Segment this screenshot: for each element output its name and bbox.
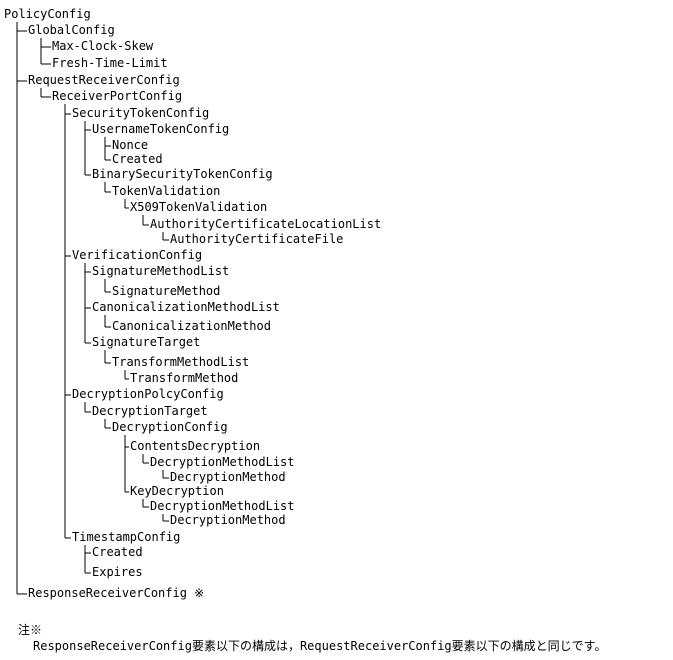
tree-node-responsereceiverconfig: ResponseReceiverConfig ※ [28, 586, 205, 600]
tree-node-contentsdecryption: ContentsDecryption [130, 439, 261, 453]
tree-node-authoritycertificatefile: AuthorityCertificateFile [170, 232, 344, 246]
tree-node-binarysecuritytokenconfig: BinarySecurityTokenConfig [92, 167, 273, 181]
tree-node-transformmethodlist: TransformMethodList [112, 355, 250, 369]
tree-node-decryptionpolcyconfig: DecryptionPolcyConfig [72, 387, 224, 401]
tree-node-max-clock-skew: Max-Clock-Skew [52, 39, 154, 53]
tree-node-tokenvalidation: TokenValidation [112, 184, 221, 198]
tree-node-expires: Expires [92, 565, 143, 579]
tree-node-signaturetarget: SignatureTarget [92, 335, 201, 349]
tree-node-nonce: Nonce [112, 138, 149, 152]
tree-node-usernametokenconfig: UsernameTokenConfig [92, 122, 230, 136]
tree-node-signaturemethodlist: SignatureMethodList [92, 264, 230, 278]
tree-node-canonicalizationmethod: CanonicalizationMethod [112, 319, 271, 333]
tree-node-decryptionmethod: DecryptionMethod [170, 513, 286, 527]
tree-node-decryptiontarget: DecryptionTarget [92, 404, 208, 418]
note-body: ResponseReceiverConfig要素以下の構成は，RequestRe… [33, 639, 607, 653]
tree-node-globalconfig: GlobalConfig [28, 23, 115, 37]
tree-node-fresh-time-limit: Fresh-Time-Limit [52, 56, 168, 70]
tree-node-signaturemethod: SignatureMethod [112, 284, 221, 298]
tree-node-transformmethod: TransformMethod [130, 371, 239, 385]
tree-node-requestreceiverconfig: RequestReceiverConfig [28, 73, 180, 87]
tree-node-verificationconfig: VerificationConfig [72, 248, 203, 262]
tree-node-receiverportconfig: ReceiverPortConfig [52, 89, 183, 103]
tree-node-decryptionmethodlist: DecryptionMethodList [150, 499, 295, 513]
tree-node-timestampconfig: TimestampConfig [72, 530, 181, 544]
tree-node-x509tokenvalidation: X509TokenValidation [130, 200, 268, 214]
tree-node-decryptionmethod: DecryptionMethod [170, 470, 286, 484]
tree-node-canonicalizationmethodlist: CanonicalizationMethodList [92, 300, 280, 314]
tree-node-securitytokenconfig: SecurityTokenConfig [72, 106, 210, 120]
tree-node-created: Created [92, 545, 143, 559]
tree-node-keydecryption: KeyDecryption [130, 484, 224, 498]
tree-node-authoritycertificatelocationlist: AuthorityCertificateLocationList [150, 217, 382, 231]
tree-node-decryptionmethodlist: DecryptionMethodList [150, 455, 295, 469]
note-title: 注※ [18, 623, 43, 637]
tree-node-created: Created [112, 152, 163, 166]
tree-node-policyconfig: PolicyConfig [4, 7, 91, 21]
tree-node-decryptionconfig: DecryptionConfig [112, 420, 228, 434]
